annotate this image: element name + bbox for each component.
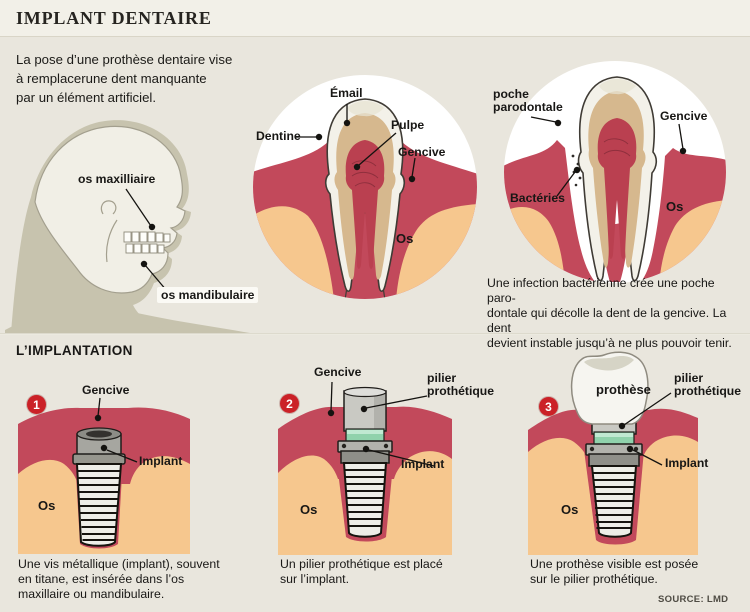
healthy-tooth-illustration <box>253 75 477 299</box>
intro-line: par un élément artificiel. <box>16 90 157 105</box>
implant-step-1-illustration <box>18 407 190 554</box>
step-2-badge: 2 <box>280 394 299 413</box>
implant-step-3-illustration <box>528 351 698 555</box>
mandibular-bone-label: os mandibulaire <box>157 287 259 303</box>
step2-bone-label: Os <box>300 502 318 517</box>
infection-caption: Une infection bactérienne crée une poche… <box>487 276 732 350</box>
maxillary-bone-label: os maxilliaire <box>78 172 156 186</box>
title-band <box>0 0 750 37</box>
step1-caption: Une vis métallique (implant), souvent en… <box>18 557 220 601</box>
implantation-heading: L’IMPLANTATION <box>16 343 133 358</box>
step2-implant-label: Implant <box>401 457 445 471</box>
step-1-badge: 1 <box>27 395 46 414</box>
gum-label-healthy: Gencive <box>398 145 446 159</box>
intro-line: La pose d’une prothèse dentaire vise <box>16 52 233 67</box>
step1-gum-label: Gencive <box>82 383 130 397</box>
step1-bone-label: Os <box>38 498 56 513</box>
periodontal-pocket-label: poche parodontale <box>493 87 563 114</box>
bone-label-healthy: Os <box>396 231 414 246</box>
step-3-badge: 3 <box>539 397 558 416</box>
step3-implant-label: Implant <box>665 456 709 470</box>
dentine-label: Dentine <box>256 129 301 143</box>
gum-label-infected: Gencive <box>660 109 708 123</box>
infected-tooth-illustration <box>504 61 726 283</box>
enamel-label: Émail <box>330 86 363 100</box>
pulp-label: Pulpe <box>391 118 425 132</box>
step3-abutment-label: pilier prothétique <box>674 371 742 398</box>
step2-gum-label: Gencive <box>314 365 362 379</box>
step2-abutment-label: pilier prothétique <box>427 371 495 398</box>
intro-line: à remplacerune dent manquante <box>16 71 207 86</box>
page-title: IMPLANT DENTAIRE <box>16 8 212 28</box>
section-divider <box>0 333 750 335</box>
source-credit: SOURCE: LMD <box>658 594 729 605</box>
head-profile-illustration <box>5 120 250 333</box>
bacteria-label: Bactéries <box>510 191 565 205</box>
bone-label-infected: Os <box>666 199 684 214</box>
step3-prosthesis-label: prothèse <box>596 382 651 397</box>
step3-bone-label: Os <box>561 502 579 517</box>
step2-caption: Un pilier prothétique est placé sur l’im… <box>280 557 443 586</box>
intro-text: La pose d’une prothèse dentaire vise à r… <box>16 50 232 107</box>
step3-caption: Une prothèse visible est posée sur le pi… <box>530 557 699 586</box>
step1-implant-label: Implant <box>139 454 183 468</box>
